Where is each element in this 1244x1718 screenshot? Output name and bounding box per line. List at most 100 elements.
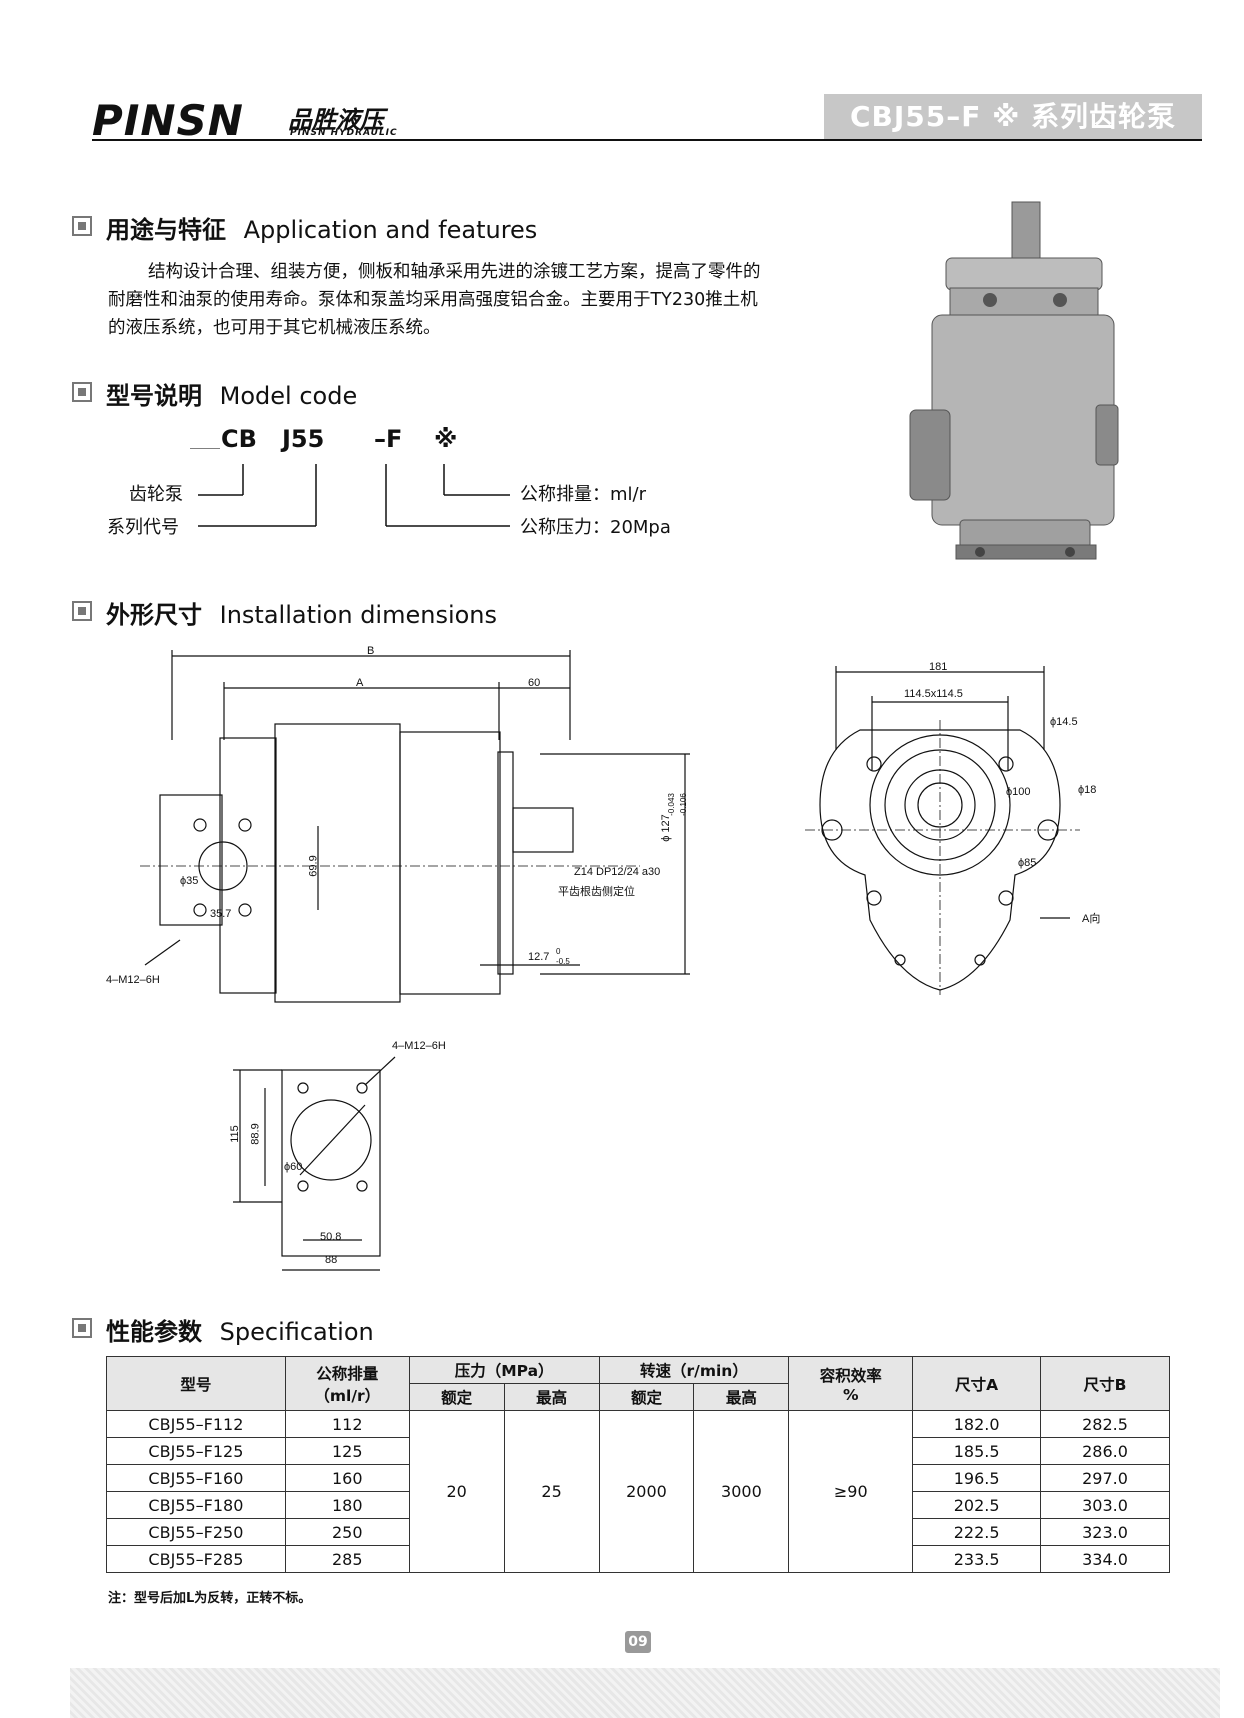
heading-cn: 外形尺寸	[106, 601, 202, 629]
section-square-icon	[72, 601, 92, 621]
front-view-drawing	[805, 666, 1080, 995]
cell-model: CBJ55–F112	[106, 1410, 286, 1438]
th-eff-unit: %	[843, 1385, 859, 1404]
th-pressure-rated: 额定	[408, 1383, 505, 1411]
model-code-f: –F	[374, 425, 403, 453]
dim-115: 115	[228, 1125, 241, 1143]
cell-dim-a: 182.0	[912, 1410, 1042, 1438]
cell-dim-b: 334.0	[1040, 1545, 1170, 1573]
footnote: 注：型号后加L为反转，正转不标。	[108, 1591, 312, 1606]
cell-dim-b: 282.5	[1040, 1410, 1170, 1438]
cell-dim-b: 323.0	[1040, 1518, 1170, 1546]
th-efficiency: 容积效率%	[788, 1356, 914, 1411]
label-pressure: 公称压力：20Mpa	[520, 517, 671, 538]
dim-A: A	[356, 677, 364, 689]
dim-phi127: ϕ 127	[659, 814, 672, 842]
section-square-icon	[72, 382, 92, 402]
brand-logo: PINSN	[92, 96, 244, 145]
section-square-icon	[72, 1318, 92, 1338]
dim-181: 181	[929, 661, 948, 673]
th-pressure: 压力（MPa）	[408, 1356, 600, 1384]
dim-phi35: ϕ35	[180, 875, 199, 887]
dim-12-7: 12.7	[528, 951, 550, 963]
section-heading-spec: 性能参数 Specification	[106, 1312, 374, 1347]
header-rule	[92, 139, 1202, 141]
cell-disp: 250	[284, 1518, 410, 1546]
cell-dim-a: 185.5	[912, 1437, 1042, 1465]
cell-dim-b: 286.0	[1040, 1437, 1170, 1465]
model-code-j55: J55	[282, 425, 325, 453]
spec-table: 型号 公称排量（ml/r） 压力（MPa） 转速（r/min） 容积效率% 尺寸…	[106, 1356, 1170, 1573]
cell-dim-a: 233.5	[912, 1545, 1042, 1573]
heading-cn: 性能参数	[106, 1318, 202, 1346]
dim-phi14-5: ϕ14.5	[1050, 716, 1078, 728]
application-text: 结构设计合理、组装方便，侧板和轴承采用先进的涂镀工艺方案，提高了零件的耐磨性和油…	[108, 262, 761, 338]
dim-phi127-tol-top: -0.043	[666, 793, 676, 816]
dim-60: 60	[528, 677, 541, 689]
cell-model: CBJ55–F125	[106, 1437, 286, 1465]
dim-B: B	[367, 645, 375, 657]
dim-88: 88	[325, 1254, 338, 1266]
dim-69-9: 69.9	[307, 855, 320, 877]
th-speed-rated: 额定	[598, 1383, 695, 1411]
cell-dim-a: 202.5	[912, 1491, 1042, 1519]
th-model: 型号	[106, 1356, 286, 1411]
dim-spline: Z14 DP12/24 a30	[574, 866, 661, 878]
table-header-row: 型号 公称排量（ml/r） 压力（MPa） 转速（r/min） 容积效率% 尺寸…	[106, 1356, 1170, 1411]
cell-disp: 285	[284, 1545, 410, 1573]
heading-cn: 用途与特征	[106, 216, 226, 244]
cell-pressure-max: 25	[503, 1410, 600, 1573]
table-row: CBJ55–F125 125 185.5 286.0	[106, 1437, 1170, 1465]
cell-model: CBJ55–F250	[106, 1518, 286, 1546]
section-heading-model: 型号说明 Model code	[106, 376, 357, 411]
heading-en: Specification	[219, 1318, 374, 1346]
cell-model: CBJ55–F160	[106, 1464, 286, 1492]
dim-phi18: ϕ18	[1078, 784, 1097, 796]
table-row: CBJ55–F112 112 20 25 2000 3000 ≥90 182.0…	[106, 1410, 1170, 1573]
th-disp-label: 公称排量	[316, 1364, 379, 1383]
model-code-cb: CB	[221, 425, 257, 453]
cell-disp: 160	[284, 1464, 410, 1492]
label-gear-pump: 齿轮泵	[129, 484, 183, 505]
page-number: 09	[625, 1631, 651, 1653]
cell-model: CBJ55–F180	[106, 1491, 286, 1519]
dim-spline-cn: 平齿根齿侧定位	[558, 886, 635, 898]
th-disp-unit: （ml/r）	[314, 1386, 381, 1405]
th-displacement: 公称排量 （ml/r）	[284, 1356, 410, 1411]
dim-phi127-tol-bot: -0.106	[678, 793, 688, 816]
cell-disp: 112	[284, 1410, 410, 1438]
dim-50-8: 50.8	[320, 1231, 342, 1243]
model-code-symbol: ※	[434, 425, 458, 453]
cell-disp: 180	[284, 1491, 410, 1519]
model-code-leaders	[190, 448, 510, 527]
section-heading-install: 外形尺寸 Installation dimensions	[106, 595, 497, 630]
section-heading-application: 用途与特征 Application and features	[106, 210, 537, 245]
pump-photo	[909, 201, 1119, 560]
brand-logo-en: PINSN HYDRAULIC	[290, 128, 398, 138]
dim-phi85: ϕ85	[1018, 857, 1037, 869]
th-speed-max: 最高	[693, 1383, 790, 1411]
flange-drawing	[233, 1056, 396, 1271]
table-subheader-row: 额定 最高 额定 最高	[107, 1383, 1170, 1411]
cell-efficiency: ≥90	[788, 1410, 914, 1573]
th-pressure-max: 最高	[503, 1383, 600, 1411]
cell-dim-a: 196.5	[912, 1464, 1042, 1492]
dim-12-7-tol-top: 0	[556, 947, 561, 956]
cell-speed-max: 3000	[693, 1410, 790, 1573]
heading-en: Model code	[219, 382, 358, 410]
footer-pattern	[70, 1668, 1220, 1718]
table-row: CBJ55–F180 180 202.5 303.0	[106, 1491, 1170, 1519]
section-square-icon	[72, 216, 92, 236]
page-title: CBJ55–F ※ 系列齿轮泵	[824, 94, 1202, 139]
side-view-drawing	[140, 650, 690, 1003]
dim-phi60: ϕ60	[284, 1161, 303, 1173]
cell-model: CBJ55–F285	[106, 1545, 286, 1573]
heading-en: Installation dimensions	[219, 601, 498, 629]
table-row: CBJ55–F160 160 196.5 297.0	[106, 1464, 1170, 1492]
dim-phi100: ϕ100	[1006, 786, 1031, 798]
cell-speed-rated: 2000	[598, 1410, 695, 1573]
dim-35-7: 35.7	[210, 908, 232, 920]
table-row: CBJ55–F250 250 222.5 323.0	[106, 1518, 1170, 1546]
dim-12-7-tol-bot: -0.5	[556, 957, 570, 966]
